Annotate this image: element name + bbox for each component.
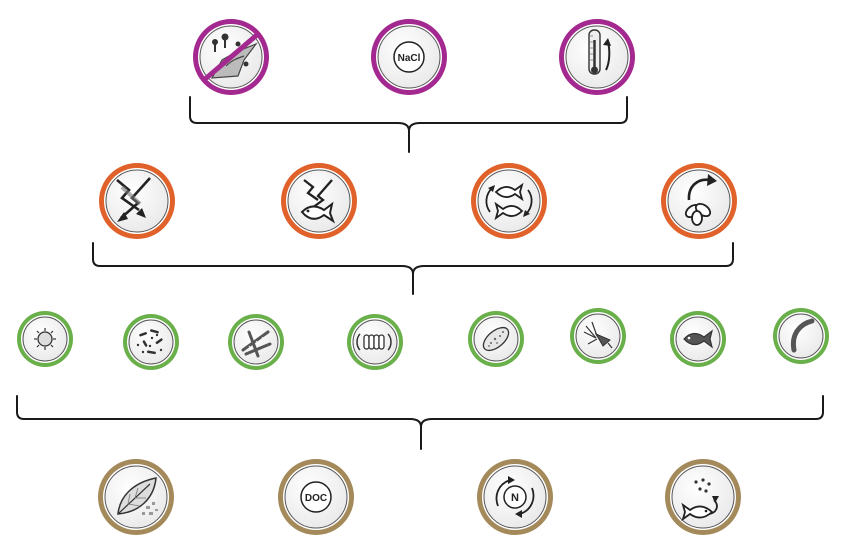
fish-nutrient-excretion-icon	[665, 459, 741, 535]
protozoan-icon	[468, 311, 524, 367]
disturbance-fish-icon	[281, 163, 357, 239]
worm-icon	[773, 308, 829, 364]
fish-cycle-icon	[471, 163, 547, 239]
dispersal-seed-icon	[661, 163, 737, 239]
bacteria-icon	[123, 314, 179, 370]
disturbance-arrows-icon	[99, 163, 175, 239]
leaf-decomposition-icon	[98, 459, 174, 535]
nitrogen-cycle-icon: N	[477, 459, 553, 535]
nitrogen-label: N	[511, 492, 519, 504]
bracket-row1	[189, 96, 628, 153]
virus-icon	[17, 311, 73, 367]
rising-temperature-icon	[559, 19, 635, 95]
bracket-row3	[16, 395, 824, 450]
diatom-algae-icon	[228, 314, 284, 370]
zooplankton-icon	[570, 308, 626, 364]
fish-icon	[670, 311, 726, 367]
bracket-row2	[92, 242, 734, 295]
salinity-nacl-icon: NaCl	[371, 19, 447, 95]
filament-cyanobacteria-icon	[347, 314, 403, 370]
doc-icon: DOC	[278, 459, 354, 535]
doc-label: DOC	[305, 493, 327, 504]
nacl-label: NaCl	[398, 53, 421, 64]
pollution-spreading-icon	[193, 19, 269, 95]
